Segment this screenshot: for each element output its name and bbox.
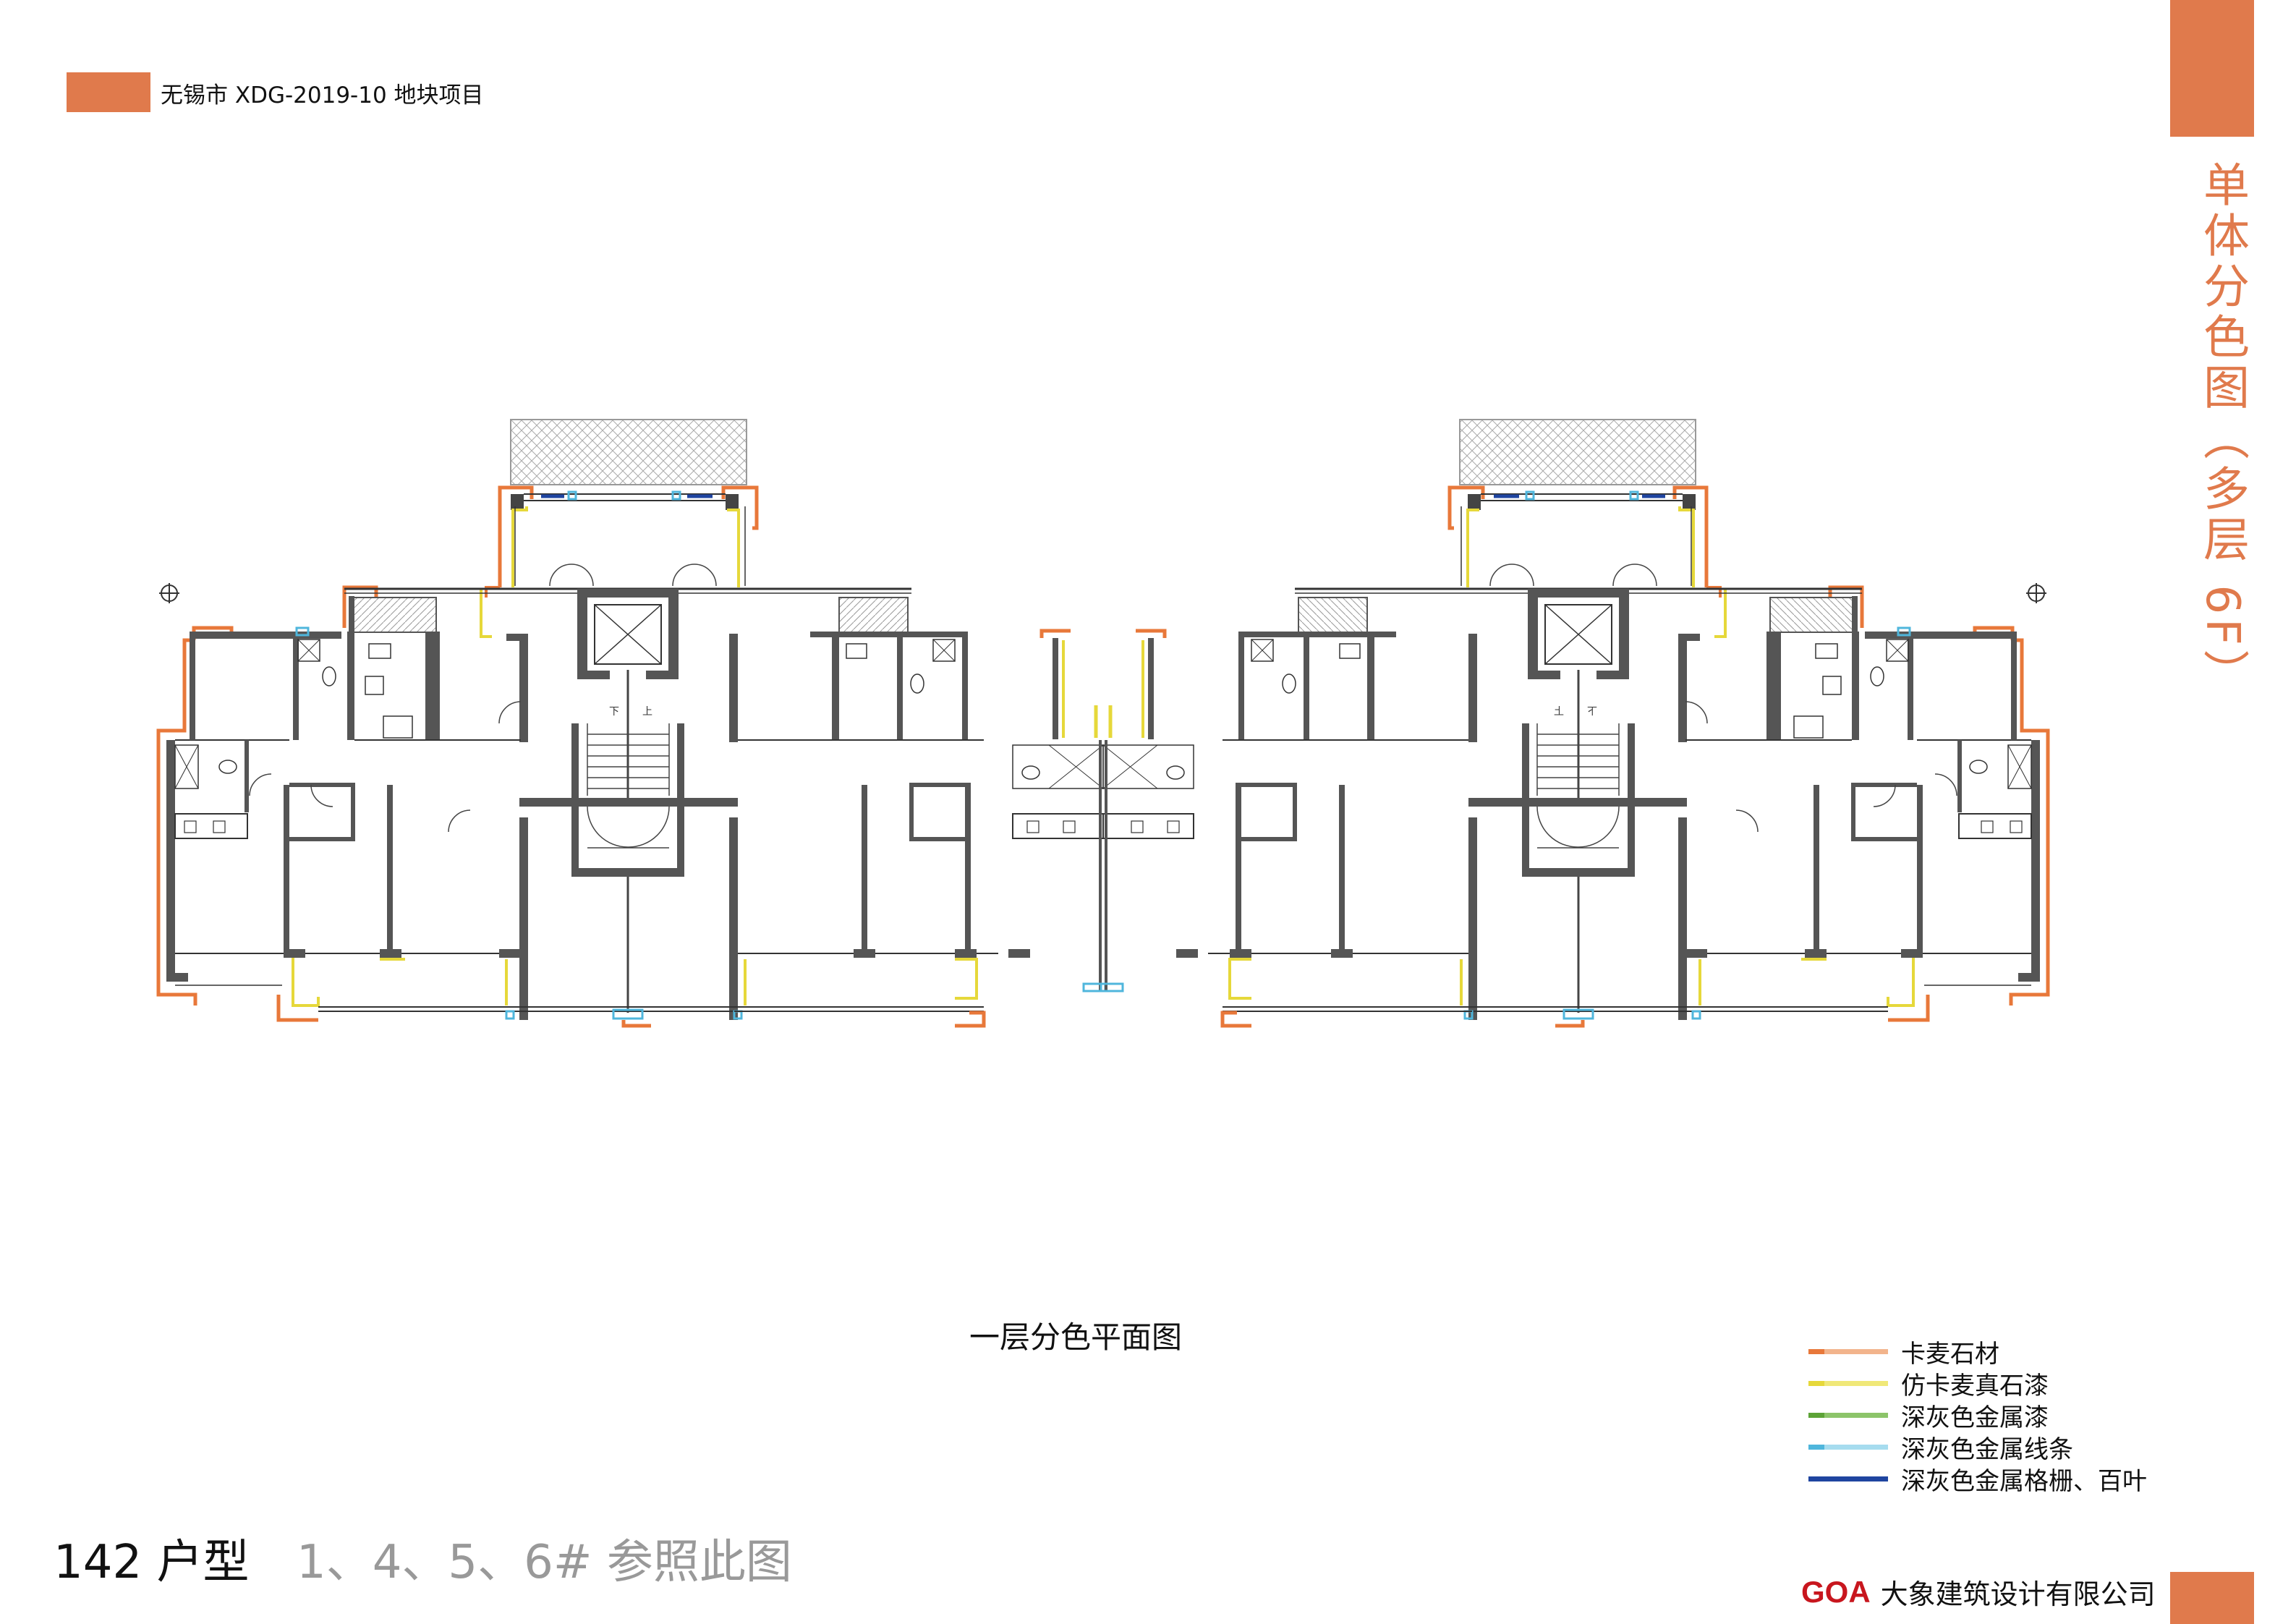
unit-type-label: 142 户型: [54, 1536, 250, 1589]
sheet-title: 单体分色图（多层 6F）: [2195, 161, 2249, 700]
project-title: 无锡市 XDG-2019-10 地块项目: [161, 82, 484, 109]
floor-plan-right-half: [1101, 420, 2048, 1026]
legend-swatch: [1808, 1380, 1888, 1386]
legend-item: 深灰色金属线条: [1808, 1431, 2147, 1464]
legend-item: 卡麦石材: [1808, 1335, 2147, 1369]
top-right-accent-block: [2170, 0, 2254, 137]
plan-title: 一层分色平面图: [969, 1319, 1183, 1355]
material-legend: 卡麦石材 仿卡麦真石漆 深灰色金属漆 深灰色金属线条 深灰色金属格栅、百叶: [1808, 1335, 2147, 1496]
north-marker-icon: [159, 583, 179, 603]
legend-swatch: [1808, 1412, 1888, 1418]
legend-swatch: [1808, 1476, 1888, 1481]
floor-plan-left-half: [158, 420, 1105, 1026]
legend-item: 深灰色金属格栅、百叶: [1808, 1463, 2147, 1496]
legend-label: 仿卡麦真石漆: [1901, 1371, 2049, 1400]
company-logo: GOA: [1801, 1574, 1871, 1609]
legend-label: 深灰色金属线条: [1901, 1434, 2073, 1464]
north-marker-icon: [2026, 583, 2046, 603]
company-signature: GOA 大象建筑设计有限公司: [1801, 1572, 2156, 1612]
legend-label: 卡麦石材: [1901, 1339, 1999, 1369]
header-accent-block: [67, 72, 150, 112]
legend-label: 深灰色金属格栅、百叶: [1901, 1466, 2147, 1496]
legend-item: 仿卡麦真石漆: [1808, 1367, 2147, 1400]
legend-swatch: [1808, 1444, 1888, 1450]
bottom-right-accent-block: [2170, 1572, 2254, 1624]
legend-label: 深灰色金属漆: [1901, 1403, 2049, 1432]
legend-item: 深灰色金属漆: [1808, 1399, 2147, 1432]
legend-swatch: [1808, 1348, 1888, 1354]
company-name: 大象建筑设计有限公司: [1880, 1578, 2156, 1610]
reference-note: 1、4、5、6# 参照此图: [297, 1536, 792, 1589]
